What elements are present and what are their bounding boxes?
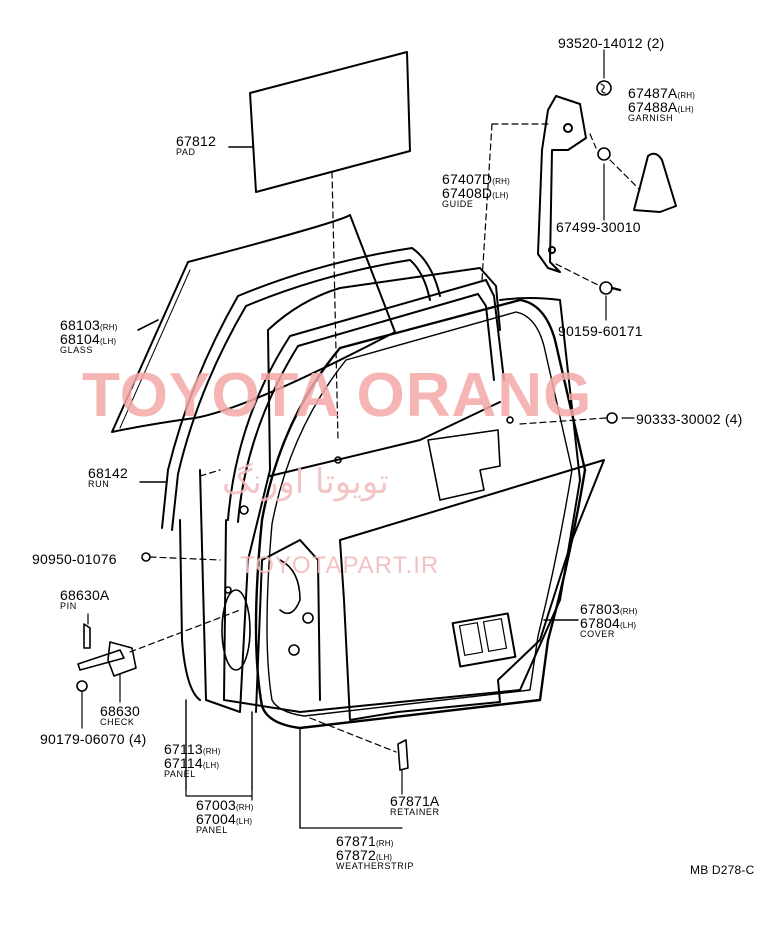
glass-run-channel xyxy=(139,247,441,531)
diagram-code: MB D278-C xyxy=(690,863,755,877)
label-90179: 90179-06070 (4) xyxy=(40,731,147,747)
label-brackets xyxy=(81,49,635,829)
watermark-main: TOYOTA ORANG xyxy=(82,361,593,430)
label-93520: 93520-14012 (2) xyxy=(558,35,665,51)
label-68630A-pin: 68630A PIN xyxy=(60,587,110,611)
label-90159: 90159-60171 xyxy=(558,323,643,339)
label-67003-panel: 67003(RH) 67004(LH) PANEL xyxy=(196,797,254,835)
leader-lines xyxy=(129,123,641,753)
label-67487-garnish: 67487A(RH) 67488A(LH) GARNISH xyxy=(628,85,696,123)
label-68103-glass: 68103(RH) 68104(LH) GLASS xyxy=(60,317,118,355)
label-68630-check: 68630 CHECK xyxy=(100,703,140,727)
fasteners xyxy=(76,80,622,692)
label-67803-cover: 67803(RH) 67804(LH) COVER xyxy=(580,601,638,639)
label-90950: 90950-01076 xyxy=(32,551,117,567)
retainer-clip xyxy=(397,739,409,791)
service-openings xyxy=(221,416,514,671)
outer-panel xyxy=(179,267,501,791)
door-glass xyxy=(111,214,396,433)
watermark-arabic: تویوتا اورنگ xyxy=(222,462,389,502)
service-cover xyxy=(339,459,605,721)
label-67812-pad: 67812 PAD xyxy=(176,133,216,157)
label-67871-weatherstrip: 67871(RH) 67872(LH) WEATHERSTRIP xyxy=(336,833,415,871)
garnish-piece xyxy=(633,152,677,213)
label-67113-panel: 67113(RH) 67114(LH) PANEL xyxy=(164,741,221,779)
label-67407-guide: 67407D(RH) 67408D(LH) GUIDE xyxy=(442,171,510,209)
window-guide xyxy=(537,95,587,273)
weatherstrip xyxy=(254,298,587,829)
label-90333: 90333-30002 (4) xyxy=(636,411,743,427)
label-67871A-retainer: 67871A RETAINER xyxy=(390,793,440,817)
label-67499: 67499-30010 xyxy=(556,219,641,235)
pad-panel xyxy=(228,51,411,193)
label-68142-run: 68142 RUN xyxy=(88,465,128,489)
inner-panel-frame xyxy=(223,279,581,791)
door-check-assembly xyxy=(77,623,137,701)
watermark-site: TOYOTAPART.IR xyxy=(240,552,440,579)
